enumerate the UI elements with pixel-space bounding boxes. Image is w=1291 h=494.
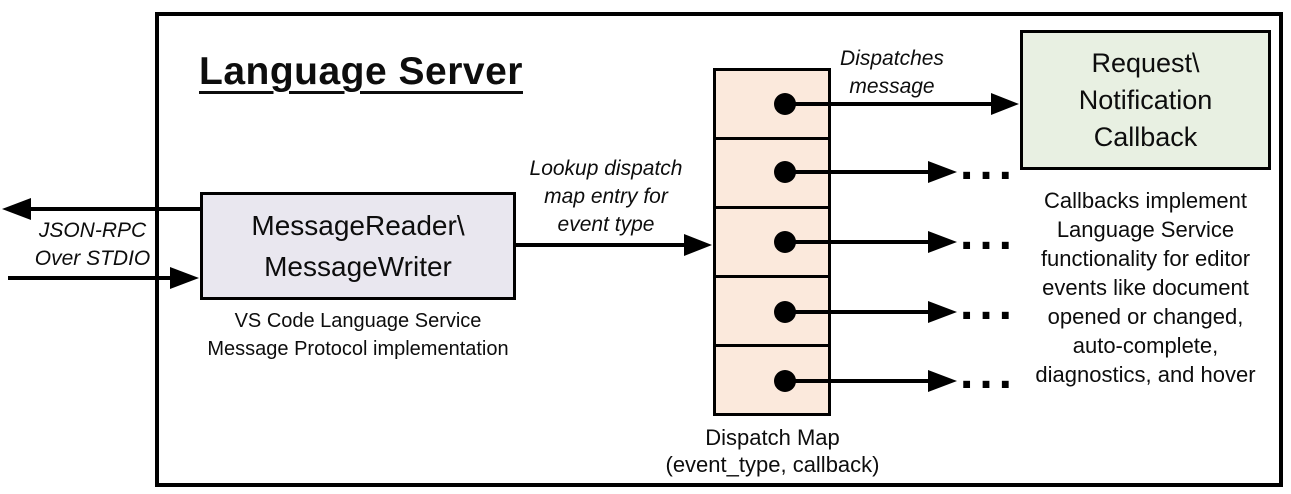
diagram-title: Language Server xyxy=(199,50,523,93)
ellipsis-row-2: ... xyxy=(960,137,1019,190)
ellipsis-row-4: ... xyxy=(960,277,1019,330)
dispatch-map-label-line: Dispatch Map xyxy=(705,425,840,450)
dispatch-cell xyxy=(716,278,828,347)
dispatch-map xyxy=(713,68,831,416)
message-box-line: MessageWriter xyxy=(264,251,452,282)
message-reader-writer-box: MessageReader\ MessageWriter xyxy=(200,192,516,300)
lookup-dispatch-label: Lookup dispatch map entry for event type xyxy=(506,155,706,239)
dispatches-label-line: Dispatches xyxy=(840,47,944,70)
note-line: functionality for editor xyxy=(1040,246,1251,271)
ellipsis-row-5: ... xyxy=(960,346,1019,399)
note-line: auto-complete, xyxy=(1072,333,1219,358)
callbacks-note: Callbacks implement Language Service fun… xyxy=(1018,186,1273,389)
io-label-line: JSON-RPC xyxy=(38,219,147,242)
ellipsis-row-3: ... xyxy=(960,207,1019,260)
io-label-line: Over STDIO xyxy=(34,247,151,270)
dispatch-cell xyxy=(716,209,828,278)
note-line: diagnostics, and hover xyxy=(1035,362,1256,387)
lookup-label-line: Lookup dispatch xyxy=(529,157,683,180)
lookup-label-line: event type xyxy=(557,213,655,236)
dispatches-label-line: message xyxy=(849,75,935,98)
caption-line: VS Code Language Service xyxy=(234,310,482,332)
dispatches-message-label: Dispatches message xyxy=(792,45,992,101)
callback-box-line: Request\ xyxy=(1091,47,1200,78)
request-notification-callback-box: Request\ Notification Callback xyxy=(1020,30,1271,170)
dispatch-cell xyxy=(716,347,828,413)
note-line: events like document xyxy=(1042,275,1249,300)
callback-box-line: Notification xyxy=(1078,84,1213,115)
caption-line: Message Protocol implementation xyxy=(207,338,509,360)
json-rpc-stdio-label: JSON-RPC Over STDIO xyxy=(15,217,170,273)
message-box-caption: VS Code Language Service Message Protoco… xyxy=(158,307,558,363)
note-line: Language Service xyxy=(1056,217,1235,242)
note-line: opened or changed, xyxy=(1047,304,1244,329)
dispatch-map-label: Dispatch Map (event_type, callback) xyxy=(655,424,890,478)
message-box-line: MessageReader\ xyxy=(251,210,465,241)
callback-box-line: Callback xyxy=(1093,121,1198,152)
dispatch-map-label-line: (event_type, callback) xyxy=(665,452,880,477)
note-line: Callbacks implement xyxy=(1044,188,1247,213)
lookup-label-line: map entry for xyxy=(544,185,668,208)
dispatch-cell xyxy=(716,140,828,209)
